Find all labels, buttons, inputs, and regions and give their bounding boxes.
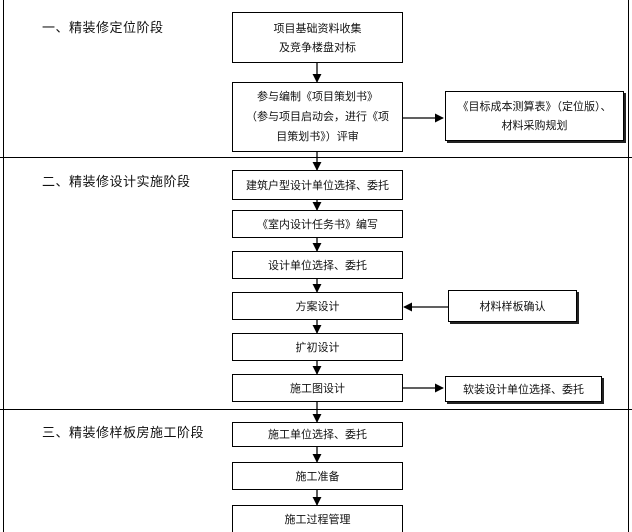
step-project-plan: 参与编制《项目策划书》 （参与项目启动会，进行《项 目策划书》）评审 <box>232 82 403 152</box>
phase-title-positioning: 一、精装修定位阶段 <box>42 21 164 36</box>
phase-divider-2 <box>0 409 632 410</box>
step-construction-prep: 施工准备 <box>232 462 403 490</box>
side-target-cost: 《目标成本测算表》（定位版）、 材料采购规划 <box>445 91 624 141</box>
step-preliminary-design: 扩初设计 <box>232 333 403 361</box>
step-basic-data-collection: 项目基础资料收集 及竞争楼盘对标 <box>232 12 403 63</box>
step-construction-drawing: 施工图设计 <box>232 374 403 402</box>
phase-title-design: 二、精装修设计实施阶段 <box>42 175 191 190</box>
side-target-cost-line2: 材料采购规划 <box>501 119 568 132</box>
right-frame-line <box>628 0 629 532</box>
step-architecture-design-unit: 建筑户型设计单位选择、委托 <box>232 170 403 200</box>
step-project-plan-line1: 参与编制《项目策划书》 <box>257 90 378 103</box>
step-project-plan-line3: 目策划书》）评审 <box>276 130 359 143</box>
left-frame-line <box>3 0 4 532</box>
step-basic-data-line2: 及竞争楼盘对标 <box>279 40 356 54</box>
step-construction-management: 施工过程管理 <box>232 505 403 532</box>
phase-title-construction: 三、精装修样板房施工阶段 <box>42 426 205 441</box>
step-scheme-design: 方案设计 <box>232 292 403 320</box>
step-contractor-selection: 施工单位选择、委托 <box>232 422 403 447</box>
side-material-sample: 材料样板确认 <box>448 290 577 322</box>
step-basic-data-line1: 项目基础资料收集 <box>273 21 362 35</box>
step-project-plan-line2: （参与项目启动会，进行《项 <box>246 110 389 123</box>
step-interior-brief: 《室内设计任务书》编写 <box>232 210 403 238</box>
step-design-unit-selection: 设计单位选择、委托 <box>232 251 403 279</box>
side-target-cost-line1: 《目标成本测算表》（定位版）、 <box>457 100 612 113</box>
side-soft-decor: 软装设计单位选择、委托 <box>445 376 602 402</box>
phase-divider-1 <box>0 157 632 158</box>
